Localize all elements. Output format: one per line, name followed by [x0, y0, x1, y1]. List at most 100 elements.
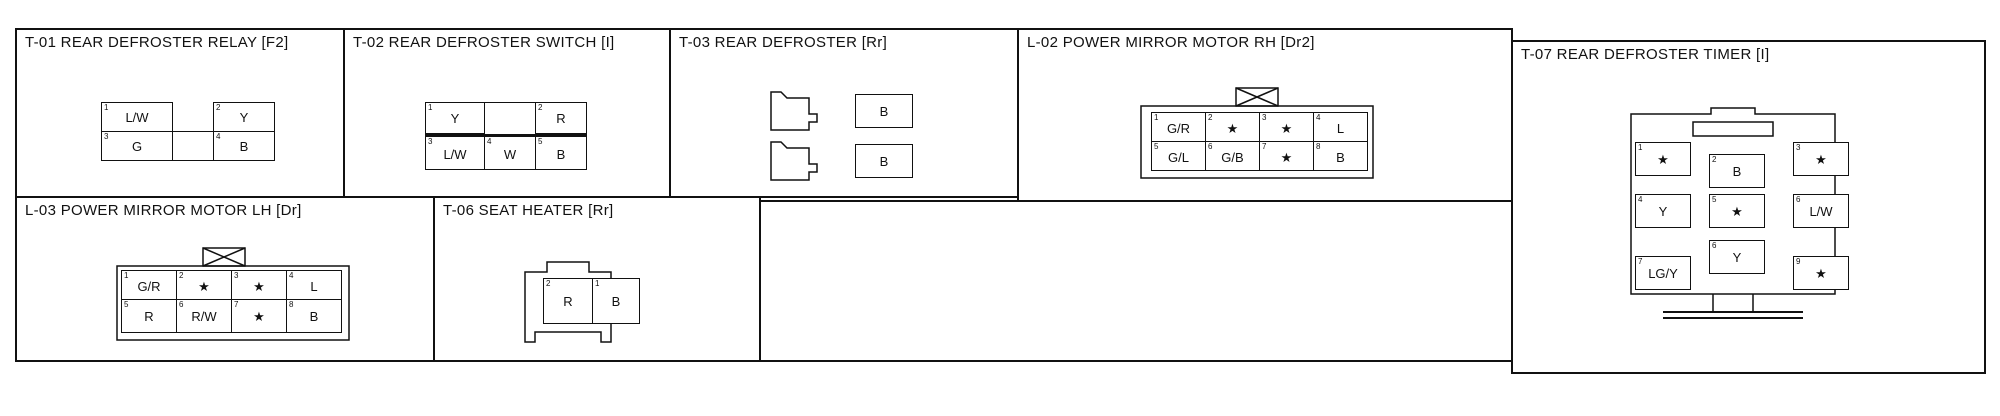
- wire-color-label: Y: [239, 110, 249, 125]
- pin-number: 7: [1638, 257, 1643, 266]
- wire-color-label: L/W: [125, 110, 149, 125]
- pin-number: 3: [234, 271, 239, 280]
- panel-title: L-03 POWER MIRROR MOTOR LH [Dr]: [25, 202, 302, 219]
- panel-t03-rear-defroster: T-03 REAR DEFROSTER [Rr] B B: [669, 28, 1019, 198]
- panel-t02-rear-defroster-switch: T-02 REAR DEFROSTER SWITCH [I] 1 Y 2 R 3…: [343, 28, 671, 198]
- wire-color-label: G/R: [137, 279, 161, 294]
- pin-number: 8: [289, 300, 294, 309]
- wire-color-label: B: [1732, 164, 1742, 179]
- pin-number: 6: [179, 300, 184, 309]
- pin-number: 1: [595, 279, 600, 288]
- panel-empty: [759, 200, 1513, 362]
- connector-cell: 1 L/W: [101, 102, 173, 132]
- connector-cell: 5 B: [535, 136, 587, 170]
- pin-number: 4: [289, 271, 294, 280]
- wire-color-label: W: [503, 147, 517, 162]
- pin-number: 2: [1712, 155, 1717, 164]
- panel-title: T-02 REAR DEFROSTER SWITCH [I]: [353, 34, 615, 51]
- pin-number: 3: [104, 132, 109, 141]
- connector-cell: 2★: [1205, 112, 1260, 142]
- connector-cell: 4 B: [213, 131, 275, 161]
- pin-number: 5: [124, 300, 129, 309]
- wire-color-label: B: [879, 154, 889, 169]
- connector-cell: 2★: [176, 270, 232, 300]
- pin-number: 9: [1796, 257, 1801, 266]
- connector-cell: 1★: [1635, 142, 1691, 176]
- wire-color-label: ★: [1280, 150, 1293, 165]
- wire-color-label: ★: [1815, 266, 1827, 281]
- pin-number: 3: [1796, 143, 1801, 152]
- terminal-cell: B: [855, 94, 913, 128]
- terminal-cell: B: [855, 144, 913, 178]
- pin-number: 6: [1796, 195, 1801, 204]
- panel-title: T-03 REAR DEFROSTER [Rr]: [679, 34, 888, 51]
- wire-color-label: R: [144, 309, 154, 324]
- connector-lock-icon: [116, 247, 350, 341]
- wire-color-label: L/W: [1809, 204, 1833, 219]
- wire-color-label: ★: [1731, 204, 1743, 219]
- connector-cell: 2 Y: [213, 102, 275, 132]
- pin-number: 2: [546, 279, 551, 288]
- pin-number: 5: [538, 137, 543, 146]
- panel-t01-rear-defroster-relay: T-01 REAR DEFROSTER RELAY [F2] 1 L/W 2 Y…: [15, 28, 345, 198]
- terminal-outline-icon: [770, 91, 818, 181]
- wire-color-label: L: [310, 279, 318, 294]
- panel-title: T-07 REAR DEFROSTER TIMER [I]: [1521, 46, 1770, 63]
- wire-color-label: B: [239, 139, 249, 154]
- pin-number: 2: [538, 103, 543, 112]
- pin-number: 1: [1154, 113, 1159, 122]
- wire-color-label: B: [556, 147, 566, 162]
- pin-number: 1: [104, 103, 109, 112]
- wire-color-label: G: [131, 139, 143, 154]
- pin-number: 8: [1316, 142, 1321, 151]
- connector-cell: 4 W: [484, 136, 536, 170]
- connector-cell: 7★: [231, 299, 287, 333]
- pin-number: 1: [1638, 143, 1643, 152]
- connector-cell: 7★: [1259, 141, 1314, 171]
- pin-number: 4: [216, 132, 221, 141]
- panel-title: T-06 SEAT HEATER [Rr]: [443, 202, 614, 219]
- timer-housing-outline: [1630, 107, 1836, 319]
- connector-cell: 3★: [1259, 112, 1314, 142]
- pin-number: 7: [234, 300, 239, 309]
- pin-number: 6: [1712, 241, 1717, 250]
- pin-number: 3: [428, 137, 433, 146]
- pin-number: 4: [1316, 113, 1321, 122]
- pin-number: 2: [216, 103, 221, 112]
- wire-color-label: LG/Y: [1648, 266, 1678, 281]
- wire-color-label: B: [611, 294, 621, 309]
- connector-cell: 2 R: [535, 102, 587, 134]
- pin-number: 3: [1262, 113, 1267, 122]
- wire-color-label: R: [563, 294, 573, 309]
- wire-color-label: L: [1336, 121, 1345, 136]
- wire-color-label: ★: [253, 309, 265, 324]
- connector-cell: 3★: [231, 270, 287, 300]
- connector-cell: 9★: [1793, 256, 1849, 290]
- wire-color-label: G/B: [1221, 150, 1244, 165]
- wire-color-label: ★: [198, 279, 210, 294]
- wire-color-label: R: [556, 111, 566, 126]
- connector-housing-outline: [524, 261, 612, 343]
- divider: [425, 134, 587, 137]
- wire-color-label: L/W: [443, 147, 467, 162]
- pin-number: 5: [1154, 142, 1159, 151]
- wire-color-label: ★: [253, 279, 265, 294]
- wire-color-label: Y: [1658, 204, 1668, 219]
- connector-lock-icon: [1140, 87, 1374, 179]
- pin-number: 4: [487, 137, 492, 146]
- wire-color-label: ★: [1815, 152, 1827, 167]
